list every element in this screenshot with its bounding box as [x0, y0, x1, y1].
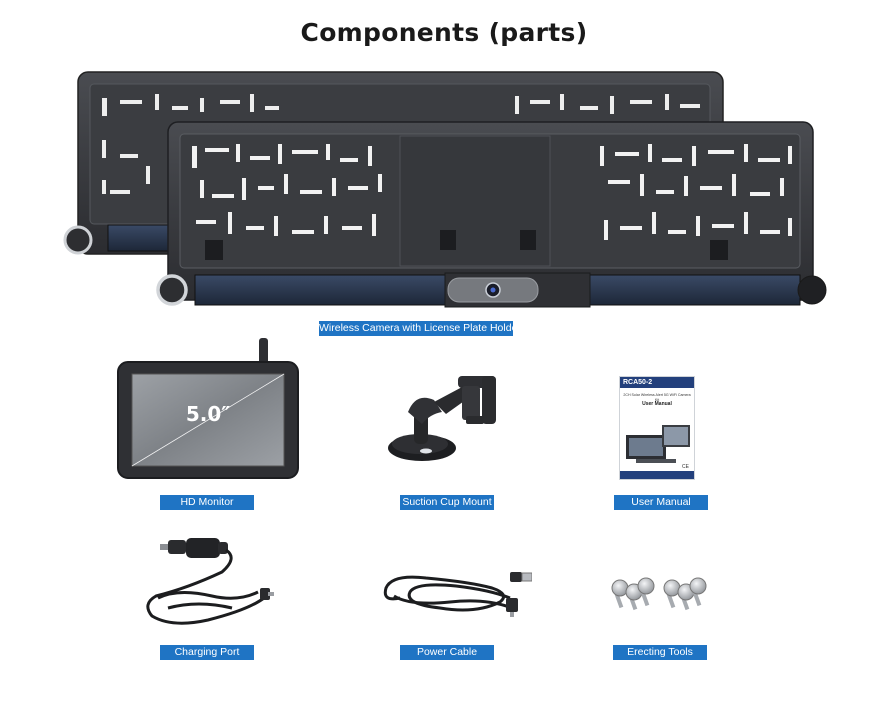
suction-cup-mount-image — [386, 372, 506, 468]
label-license-plate-holder: Wireless Camera with License Plate Holde… — [319, 321, 521, 336]
page-title: Components (parts) — [300, 18, 588, 47]
monitor-screen-size-text: 5.0″ — [185, 402, 231, 426]
manual-subtitle: 2CH Solar Wireless Alert 5G WiFi Camera … — [623, 393, 691, 402]
label-power-cable: Power Cable — [400, 645, 494, 660]
manual-model-bar: RCA50-2 — [620, 377, 694, 388]
power-cable-image — [380, 568, 532, 618]
manual-product-illustration — [626, 425, 690, 463]
label-suction-cup-mount: Suction Cup Mount — [400, 495, 494, 510]
label-erecting-tools: Erecting Tools — [613, 645, 707, 660]
label-hd-monitor: HD Monitor — [160, 495, 254, 510]
manual-ce-mark: CE — [682, 464, 689, 470]
label-charging-port: Charging Port — [160, 645, 254, 660]
label-user-manual: User Manual — [614, 495, 708, 510]
user-manual-image: RCA50-2 2CH Solar Wireless Alert 5G WiFi… — [619, 376, 695, 480]
charging-port-image — [138, 538, 278, 628]
manual-heading: User Manual — [642, 401, 672, 407]
license-plate-holder-image — [60, 70, 830, 315]
manual-footer-bar — [620, 471, 694, 479]
erecting-tools-image — [608, 574, 714, 614]
hd-monitor-image — [116, 338, 300, 480]
